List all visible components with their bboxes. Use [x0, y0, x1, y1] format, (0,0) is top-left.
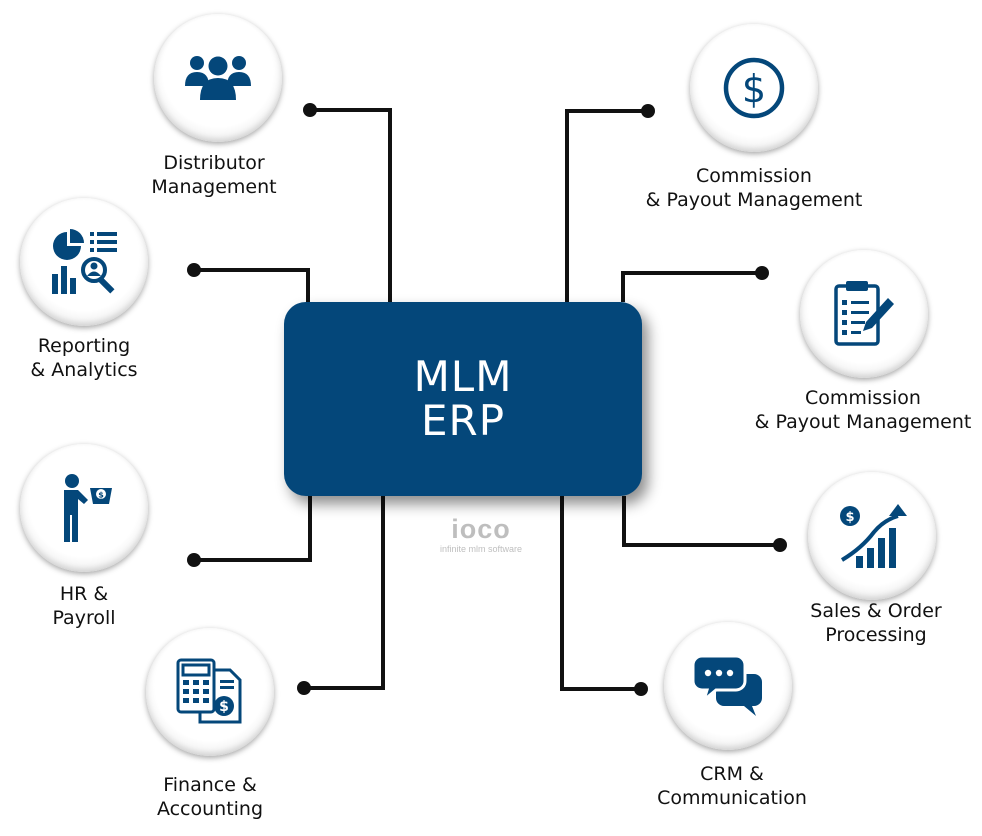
label-commission-top-line1: Commission: [696, 165, 812, 187]
connector-distributor: [310, 108, 392, 302]
label-hr-line1: HR &: [59, 583, 109, 605]
label-distributor: Distributor Management: [84, 151, 344, 199]
connector-dot-distributor: [303, 103, 317, 117]
hub-title-line2: ERP: [420, 396, 506, 445]
label-commission-mid-line1: Commission: [805, 387, 921, 409]
svg-text:$: $: [98, 491, 104, 500]
node-finance: $: [146, 628, 274, 756]
connector-dot-reporting: [187, 263, 201, 277]
label-commission-top-line2: & Payout Management: [645, 189, 863, 211]
connector-dot-crm: [634, 682, 648, 696]
calculator-invoice-icon: $: [176, 658, 242, 724]
dollar-circle-icon: $: [723, 57, 785, 119]
label-commission-mid: Commission & Payout Management: [733, 386, 982, 434]
label-commission-top: Commission & Payout Management: [624, 164, 884, 212]
label-reporting: Reporting & Analytics: [0, 334, 214, 382]
mlm-erp-hub: MLM ERP: [284, 302, 642, 496]
svg-text:$: $: [219, 699, 229, 715]
hub-title-line1: MLM: [413, 352, 513, 401]
svg-text:$: $: [742, 67, 766, 111]
chat-bubbles-icon: [691, 654, 762, 716]
label-distributor-line1: Distributor: [163, 152, 265, 174]
label-crm-line1: CRM &: [700, 763, 764, 785]
connector-dot-commission-mid: [755, 266, 769, 280]
sales-growth-icon: $: [840, 504, 907, 568]
watermark-tagline: infinite mlm software: [439, 544, 523, 554]
brand-watermark: ioco infinite mlm software: [416, 514, 546, 554]
label-sales-line2: Processing: [825, 624, 927, 646]
label-finance-line2: Accounting: [156, 798, 264, 820]
label-crm: CRM & Communication: [602, 762, 862, 810]
label-finance: Finance & Accounting: [80, 773, 340, 821]
label-commission-mid-line2: & Payout Management: [754, 411, 972, 433]
label-reporting-line2: & Analytics: [30, 359, 138, 381]
label-hr: HR & Payroll: [0, 582, 214, 630]
svg-text:$: $: [845, 510, 854, 525]
watermark-logo: ioco: [451, 514, 511, 544]
node-hr: $: [20, 444, 148, 572]
employee-payroll-icon: $: [64, 474, 112, 542]
label-sales-line1: Sales & Order: [810, 600, 942, 622]
node-distributor: [154, 14, 282, 142]
label-distributor-line2: Management: [151, 176, 277, 198]
connector-reporting: [194, 268, 310, 302]
connector-dot-sales: [773, 538, 787, 552]
node-commission-top: $: [690, 24, 818, 152]
clipboard-checklist-icon: [834, 281, 894, 346]
node-reporting: [20, 198, 148, 326]
label-sales: Sales & Order Processing: [746, 599, 982, 647]
connector-dot-finance: [297, 681, 311, 695]
label-finance-line1: Finance &: [163, 774, 257, 796]
connector-crm: [560, 496, 641, 691]
label-crm-line2: Communication: [657, 787, 807, 809]
connector-commission-top: [565, 109, 648, 302]
label-hr-line2: Payroll: [52, 607, 116, 629]
node-commission-mid: [800, 250, 928, 378]
connector-sales: [622, 496, 780, 547]
node-sales: $: [808, 472, 936, 600]
connector-commission-mid: [621, 271, 762, 302]
connector-finance: [304, 496, 385, 690]
connector-dot-commission-top: [641, 104, 655, 118]
node-crm: [664, 622, 792, 750]
connector-dot-hr: [187, 553, 201, 567]
users-group-icon: [185, 56, 251, 100]
label-reporting-line1: Reporting: [37, 335, 131, 357]
connector-hr: [194, 496, 312, 562]
analytics-report-icon: [52, 229, 117, 294]
